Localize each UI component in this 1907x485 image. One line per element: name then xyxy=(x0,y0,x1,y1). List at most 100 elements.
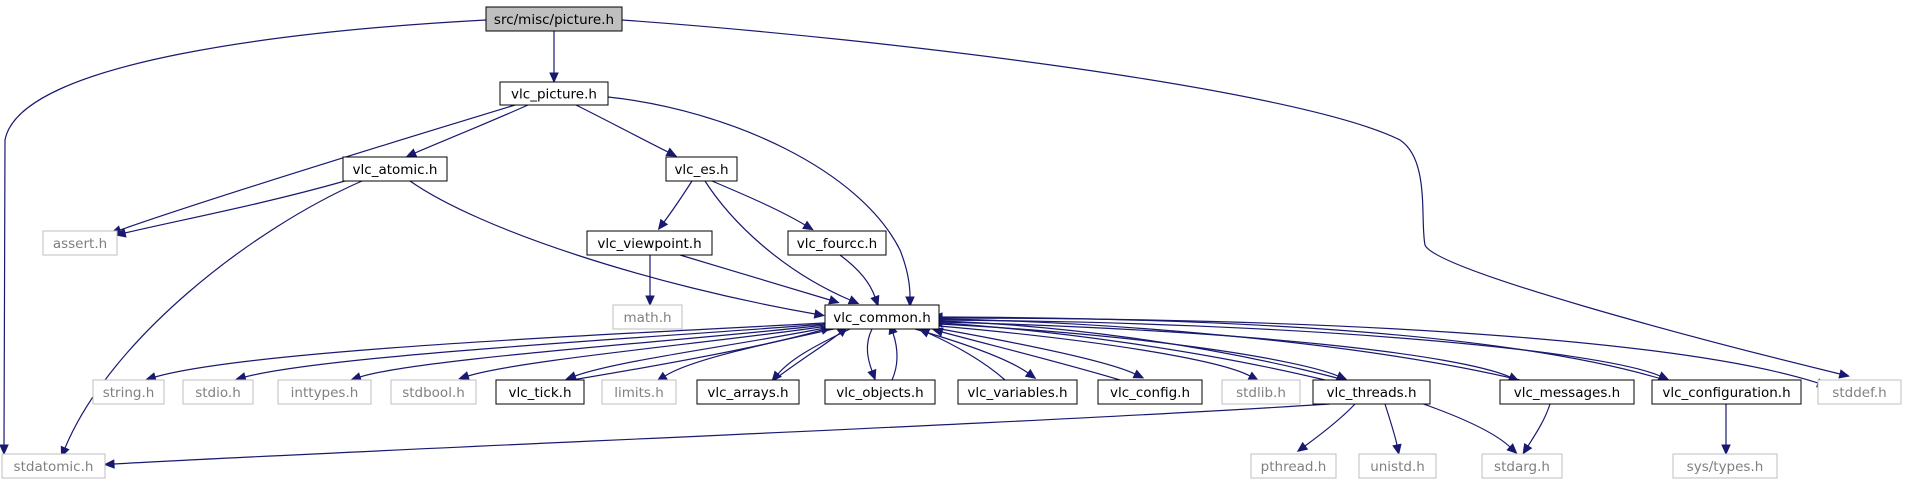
node-vlc_arrays[interactable]: vlc_arrays.h xyxy=(696,379,800,405)
node-box[interactable] xyxy=(485,6,623,32)
node-box[interactable] xyxy=(586,230,713,256)
node-stdio: stdio.h xyxy=(182,379,254,405)
edge-vlc_variables-to-vlc_common xyxy=(918,328,1006,381)
node-box[interactable] xyxy=(665,156,738,182)
node-box[interactable] xyxy=(495,379,585,405)
node-box[interactable] xyxy=(1312,379,1431,405)
arrow-head xyxy=(1522,443,1533,455)
edge-vlc_common-to-vlc_tick xyxy=(565,326,831,381)
edge-root-to-stddef xyxy=(621,19,1850,379)
node-label: stdlib.h xyxy=(1236,385,1286,401)
node-vlc_es[interactable]: vlc_es.h xyxy=(665,156,738,182)
node-label: vlc_picture.h xyxy=(511,87,597,103)
node-box xyxy=(1817,379,1902,405)
node-vlc_variables[interactable]: vlc_variables.h xyxy=(957,379,1078,405)
edge-vlc_messages-to-stdarg xyxy=(1522,403,1551,455)
arrow-head xyxy=(665,147,678,157)
edge-vlc_atomic-to-stdatomic xyxy=(60,180,363,458)
node-label: vlc_objects.h xyxy=(836,385,923,401)
edge-vlc_common-to-vlc_variables xyxy=(914,328,1037,379)
node-vlc_config[interactable]: vlc_config.h xyxy=(1097,379,1203,405)
node-box xyxy=(1221,379,1301,405)
arrow-head xyxy=(405,148,418,158)
node-vlc_objects[interactable]: vlc_objects.h xyxy=(824,379,936,405)
arrow-head xyxy=(870,294,880,307)
arrow-head xyxy=(847,295,860,305)
node-vlc_fourcc[interactable]: vlc_fourcc.h xyxy=(787,230,887,256)
node-box[interactable] xyxy=(824,304,940,330)
edge-vlc_picture-to-vlc_es xyxy=(575,104,678,157)
edge-root-to-stdatomic xyxy=(0,19,487,456)
arrow-head xyxy=(549,72,559,84)
node-label: stdatomic.h xyxy=(14,459,94,475)
arrow-head xyxy=(1132,369,1145,379)
edge-vlc_es-to-vlc_common xyxy=(704,180,860,305)
node-label: assert.h xyxy=(53,236,107,252)
edge-vlc_picture-to-vlc_common xyxy=(607,96,915,308)
edge-line xyxy=(154,322,826,378)
node-vlc_viewpoint[interactable]: vlc_viewpoint.h xyxy=(586,230,713,256)
nodes-layer: src/misc/picture.h vlc_picture.h vlc_atomi… xyxy=(1,6,1902,479)
node-label: stdio.h xyxy=(195,385,241,401)
edge-line xyxy=(773,332,841,381)
node-label: vlc_messages.h xyxy=(1514,385,1620,401)
node-stddef: stddef.h xyxy=(1817,379,1902,405)
edge-line xyxy=(914,328,1029,374)
edge-root-to-vlc_picture xyxy=(549,31,559,84)
node-vlc_configuration[interactable]: vlc_configuration.h xyxy=(1651,379,1802,405)
edge-vlc_threads-to-pthread xyxy=(1296,403,1356,453)
node-box xyxy=(1672,453,1778,479)
node-limits: limits.h xyxy=(601,379,677,405)
node-root[interactable]: src/misc/picture.h xyxy=(485,6,623,32)
node-label: stddef.h xyxy=(1832,385,1886,401)
node-box[interactable] xyxy=(499,81,609,106)
node-vlc_messages[interactable]: vlc_messages.h xyxy=(1499,379,1635,405)
edge-vlc_common-to-vlc_config xyxy=(934,327,1145,379)
node-box[interactable] xyxy=(696,379,800,405)
node-box[interactable] xyxy=(1499,379,1635,405)
node-label: pthread.h xyxy=(1261,459,1327,475)
node-label: vlc_threads.h xyxy=(1326,385,1416,401)
node-box[interactable] xyxy=(957,379,1078,405)
node-vlc_atomic[interactable]: vlc_atomic.h xyxy=(342,156,448,182)
edge-line xyxy=(359,324,826,378)
node-vlc_common[interactable]: vlc_common.h xyxy=(824,304,940,330)
edge-line xyxy=(938,320,1511,448)
node-box[interactable] xyxy=(824,379,936,405)
node-math: math.h xyxy=(612,304,683,330)
node-label: vlc_atomic.h xyxy=(353,162,438,178)
node-vlc_tick[interactable]: vlc_tick.h xyxy=(495,379,585,405)
node-box xyxy=(601,379,677,405)
node-vlc_threads[interactable]: vlc_threads.h xyxy=(1312,379,1431,405)
edge-vlc_viewpoint-to-math xyxy=(645,255,655,307)
node-string: string.h xyxy=(92,379,165,405)
node-box[interactable] xyxy=(787,230,887,256)
edge-vlc_common-to-inttypes xyxy=(350,324,826,382)
node-label: unistd.h xyxy=(1370,459,1425,475)
node-stdbool: stdbool.h xyxy=(390,379,477,405)
node-box[interactable] xyxy=(342,156,448,182)
node-stdatomic: stdatomic.h xyxy=(1,453,106,479)
node-box xyxy=(612,304,683,330)
arrow-head xyxy=(1392,443,1402,456)
edge-vlc_common-to-stdio xyxy=(235,323,826,382)
edge-line xyxy=(575,104,669,153)
edge-vlc_atomic-to-vlc_common xyxy=(409,180,826,319)
node-box xyxy=(277,379,372,405)
edge-line xyxy=(1527,403,1551,447)
edge-vlc_common-to-vlc_objects xyxy=(866,328,877,381)
node-label: math.h xyxy=(623,310,671,326)
edge-vlc_picture-to-assert xyxy=(110,104,516,235)
edge-line xyxy=(64,180,363,449)
node-vlc_picture[interactable]: vlc_picture.h xyxy=(499,81,609,106)
node-box xyxy=(1481,453,1563,479)
node-label: vlc_config.h xyxy=(1110,385,1190,401)
edge-vlc_common-to-stddef xyxy=(938,317,1828,388)
node-box[interactable] xyxy=(1097,379,1203,405)
edges-layer xyxy=(0,19,1850,469)
node-box[interactable] xyxy=(1651,379,1802,405)
arrow-head xyxy=(458,371,470,381)
arrow-head xyxy=(1024,368,1037,379)
node-box xyxy=(1,453,106,479)
edge-line xyxy=(938,321,1511,378)
